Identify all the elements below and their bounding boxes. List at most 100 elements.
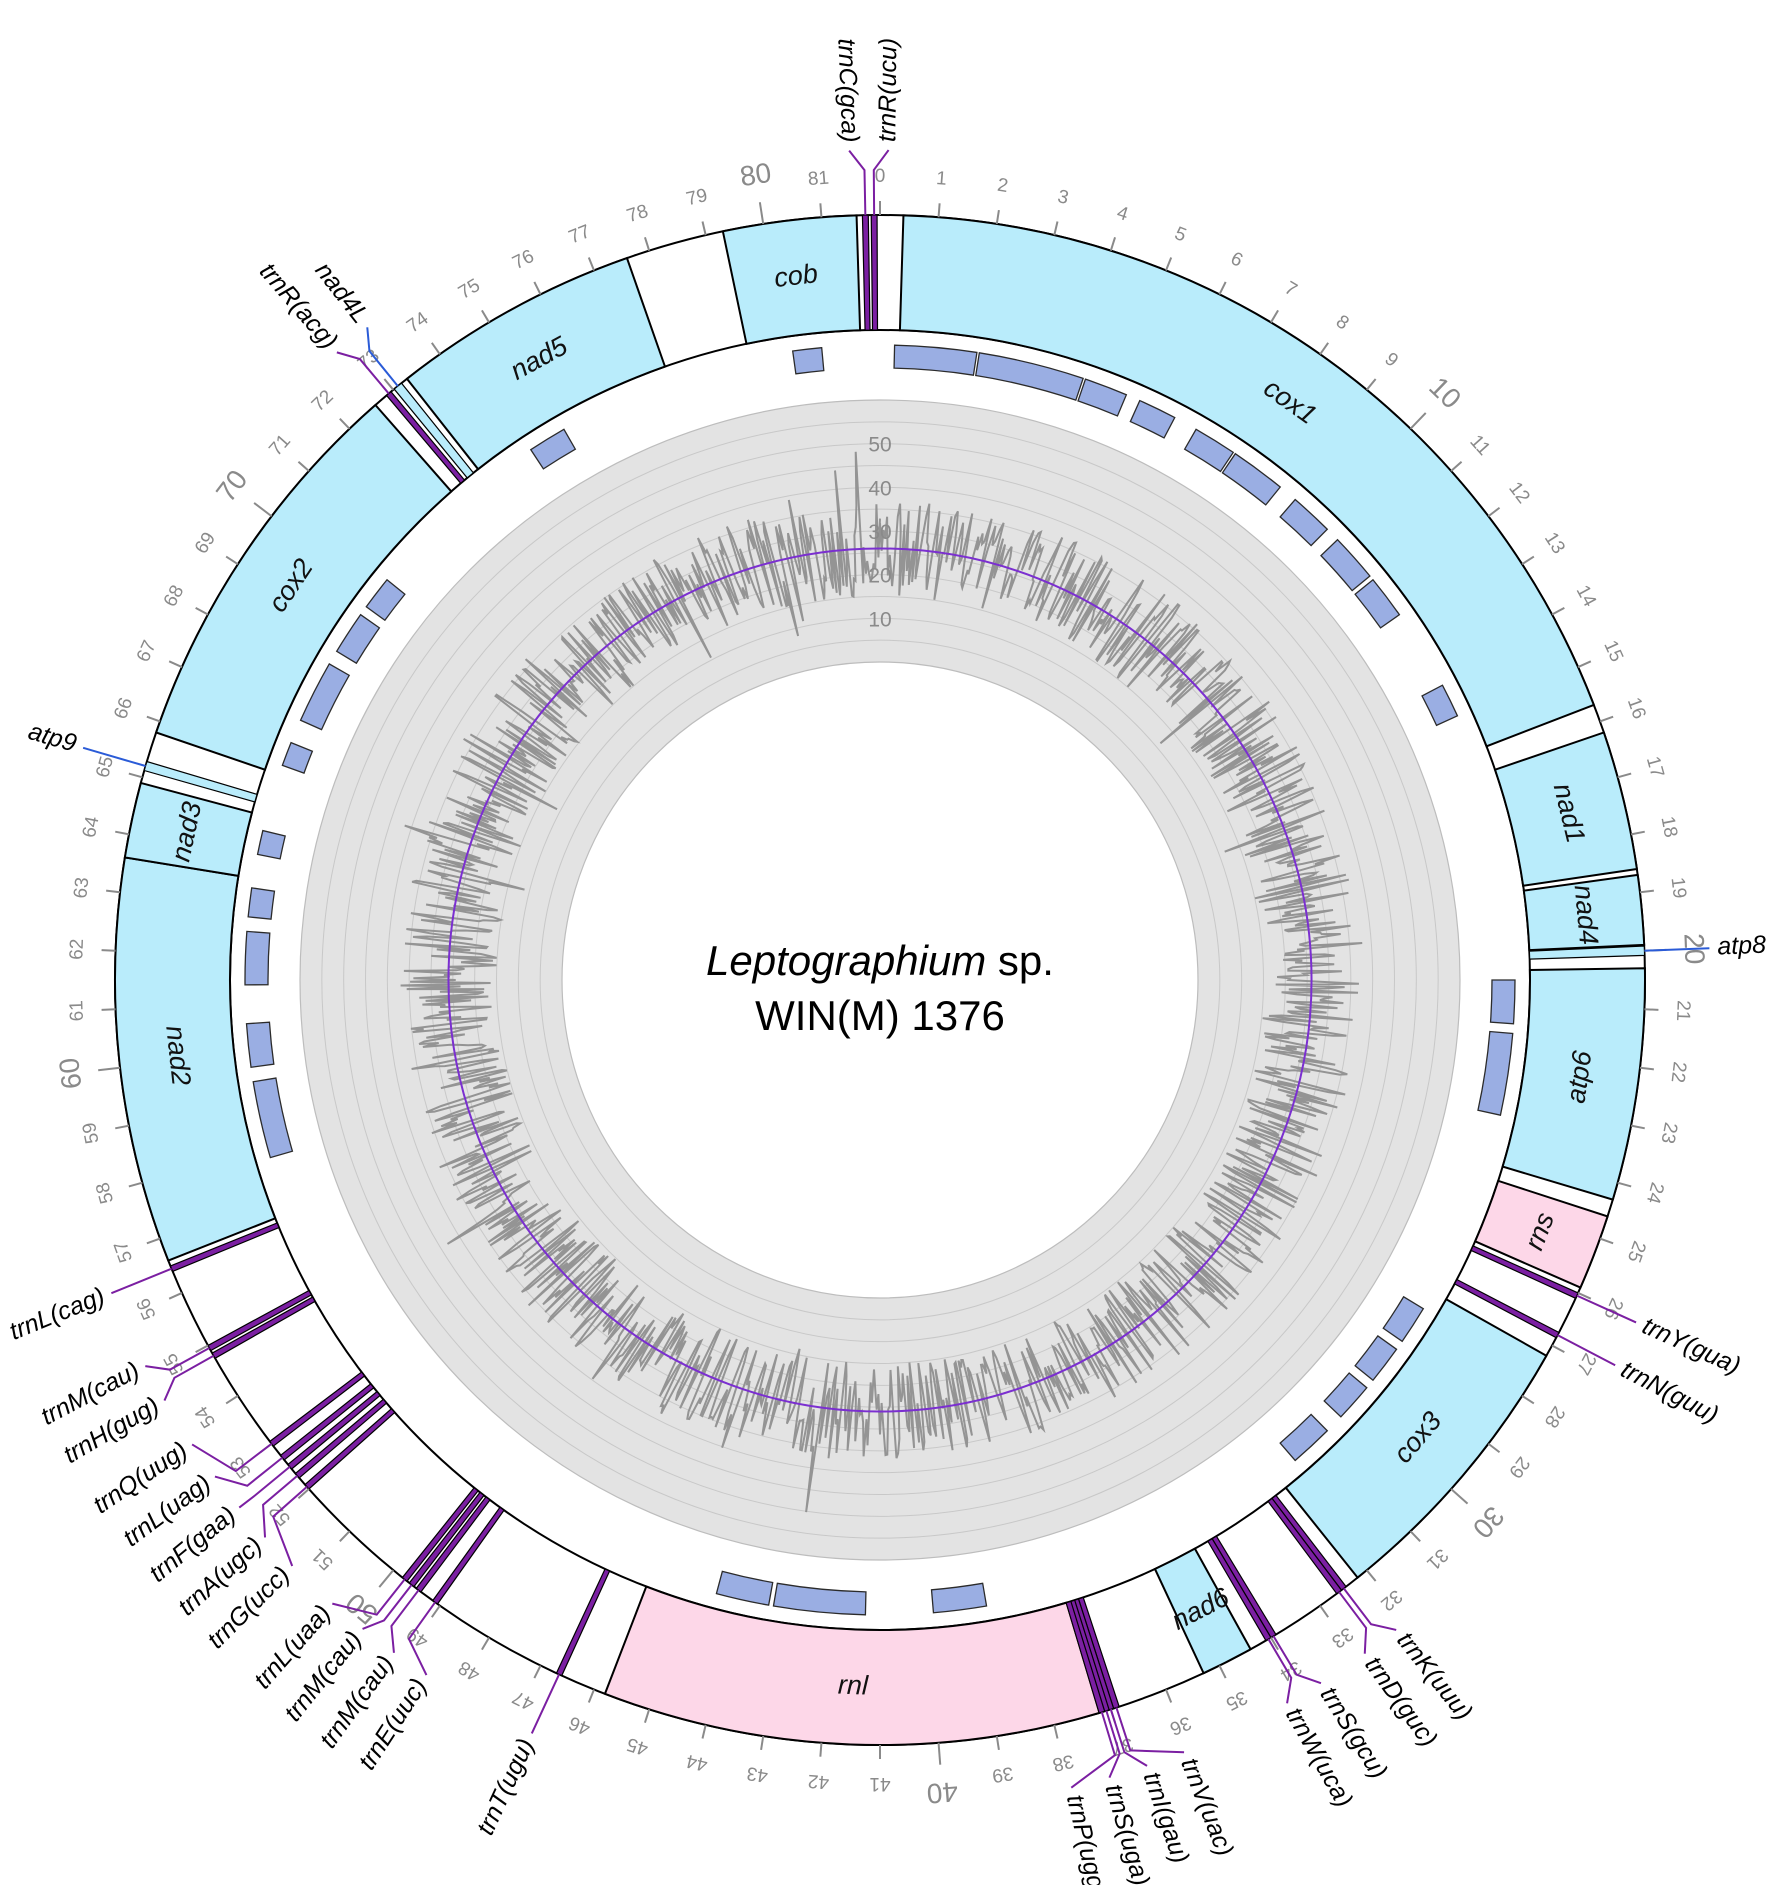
label-leader-line [336,351,390,395]
gc-gridline [408,508,1352,1452]
gene-label-rnl: rnl [837,1670,869,1701]
gene-block-cox1 [898,214,1596,748]
label-leader-line [366,327,399,387]
scale-tick-label: 45 [624,1733,650,1759]
scale-tick [1053,221,1059,236]
trna-block [211,1296,316,1360]
scale-tick-label: 41 [869,1773,890,1794]
gc-ring-outline [299,399,1461,1561]
intron-track [244,344,1516,1616]
gc-content-line [400,451,1363,1513]
scale-tick [115,830,130,836]
genome-title-line1: Leptographium sp. [706,937,1054,984]
scale-tick [106,889,121,894]
scale-tick [1450,1488,1469,1505]
scale-tick [533,281,542,295]
scale-tick [253,502,273,518]
gene-label-nad4: nad4 [1569,884,1604,947]
scale-tick-label: 51 [308,1544,338,1574]
intron-block [335,613,381,665]
gene-block-nad5 [405,256,667,471]
gc-axis-label: 20 [868,565,891,588]
scale-tick-label: 28 [1540,1402,1569,1431]
gene-block-nad4 [1522,873,1646,952]
label-leader-line [214,1456,284,1487]
gc-ring-inner-outline [561,661,1199,1299]
scale-tick [1630,830,1645,836]
scale-tick [1053,1724,1059,1739]
gc-axis-label: 40 [868,477,891,500]
intron-block [1221,452,1282,506]
scale-tick-label: 75 [455,275,484,304]
scale-tick [701,1724,707,1739]
scale-tick-label: 1 [935,168,947,190]
scale-tick-label: 77 [566,221,593,248]
scale-tick [481,309,490,323]
label-leader-line [262,1474,298,1538]
intron-block [1077,378,1128,417]
label-leader-line [272,1486,308,1567]
scale-tick [819,203,823,218]
gene-label-cob: cob [773,258,820,293]
intron-block [256,829,286,860]
label-leader-line [1338,1591,1368,1654]
scale-tick-label: 80 [738,157,774,192]
scale-tick [1365,378,1377,391]
trna-block [555,1568,611,1677]
genus-name: Leptographium [706,937,986,984]
scale-tick [644,237,651,251]
intron-block [1129,399,1176,439]
scale-tick-label: 81 [807,168,830,191]
gc-gridline [343,443,1417,1517]
scale-tick-label: 35 [1222,1686,1250,1714]
gene-ring: cox1nad1nad4atp6rnscox3nad6rnlnad2nad3co… [114,214,1646,1746]
scale-tick-label: 52 [265,1500,295,1530]
external-label: atp9 [25,717,80,758]
label-leader-line [1105,1710,1121,1779]
scale-tick-label: 62 [66,938,88,960]
scale-tick-label: 12 [1504,478,1534,508]
gene-block-cox3 [1284,1297,1548,1579]
scale-tick [128,1181,143,1188]
scale-tick [297,1488,310,1500]
scale-tick [587,257,595,271]
trna-block [268,1371,366,1447]
scale-tick-label: 36 [1167,1712,1194,1739]
scale-tick-label: 6 [1227,248,1246,272]
scale-tick-label: 66 [110,695,137,722]
scale-tick-label: 74 [403,308,433,338]
scale-tick-label: 42 [807,1770,830,1793]
gc-gridline [539,639,1221,1321]
scale-tick [225,555,239,566]
intron-block [791,346,825,375]
scale-tick-label: 13 [1540,529,1569,558]
external-label: trnR(ucu) [873,38,902,142]
label-leader-line [1070,1711,1117,1789]
trna-block [385,390,466,485]
scale-tick-label: 56 [133,1295,161,1323]
scale-tick [701,221,707,236]
scale-tick [1165,257,1173,271]
label-leader-line [1557,1334,1616,1367]
scale-tick [587,1689,595,1703]
scale-tick-label: 24 [1642,1180,1668,1206]
scale-tick [431,1605,441,1618]
trna-block [1267,1497,1343,1595]
scale-tick [339,1530,351,1542]
scale-tick [481,1637,490,1651]
intron-block [281,741,314,774]
gene-block-cob [721,214,862,346]
intron-block [1183,428,1235,473]
scale-tick [128,772,143,779]
label-leader-line [1576,1294,1637,1324]
trna-block [287,1390,381,1470]
scale-tick-label: 18 [1656,815,1681,840]
intron-block [893,344,978,376]
scale-tick [1365,1569,1377,1582]
scale-tick [1551,1344,1565,1354]
scale-tick-label: 2 [996,175,1010,197]
scale-tick-label: 3 [1056,186,1071,209]
intron-block [974,352,1084,401]
scale-tick [195,1344,209,1354]
